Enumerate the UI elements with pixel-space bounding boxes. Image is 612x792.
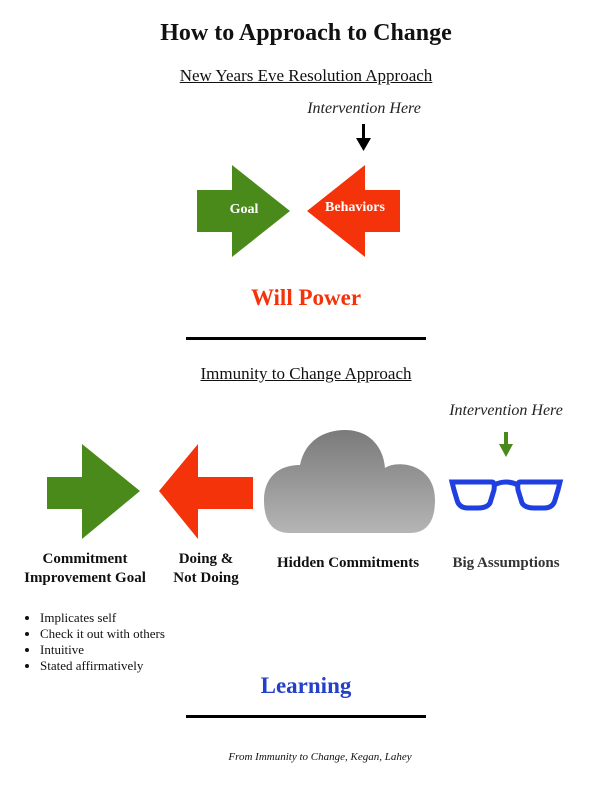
divider (186, 337, 426, 340)
hidden-commitments-label: Hidden Commitments (276, 555, 420, 571)
behaviors-arrow (307, 165, 400, 257)
doing-line-2: Not Doing (173, 570, 239, 586)
commitment-line-1: Commitment (42, 551, 128, 567)
commitment-arrow (47, 444, 140, 539)
commitment-line-2: Improvement Goal (24, 570, 146, 586)
doing-line-1: Doing & (178, 551, 234, 567)
goal-arrow (197, 165, 290, 257)
doing-label: Doing & Not Doing (173, 550, 238, 588)
arrow-down-icon (356, 124, 371, 151)
learning-label: Learning (260, 673, 352, 698)
behaviors-label: Behaviors (325, 200, 385, 215)
goal-label: Goal (229, 202, 259, 217)
list-item: Check it out with others (40, 626, 165, 642)
divider (186, 715, 426, 718)
list-item: Intuitive (40, 642, 165, 658)
bullet-list: Implicates self Check it out with others… (30, 610, 165, 674)
glasses-icon (448, 479, 564, 511)
list-item: Implicates self (40, 610, 165, 626)
intervention-label-2: Intervention Here (449, 402, 563, 419)
big-assumptions-label: Big Assumptions (452, 555, 560, 571)
page-title: How to Approach to Change (160, 20, 452, 46)
citation: From Immunity to Change, Kegan, Lahey (228, 751, 412, 763)
section2-subtitle: Immunity to Change Approach (200, 364, 412, 383)
section1-subtitle: New Years Eve Resolution Approach (179, 66, 433, 85)
cloud-icon (264, 430, 435, 533)
intervention-label-1: Intervention Here (307, 100, 421, 117)
will-power-label: Will Power (250, 285, 362, 310)
doing-arrow (159, 444, 253, 539)
arrow-down-icon (499, 432, 513, 457)
list-item: Stated affirmatively (40, 658, 165, 674)
